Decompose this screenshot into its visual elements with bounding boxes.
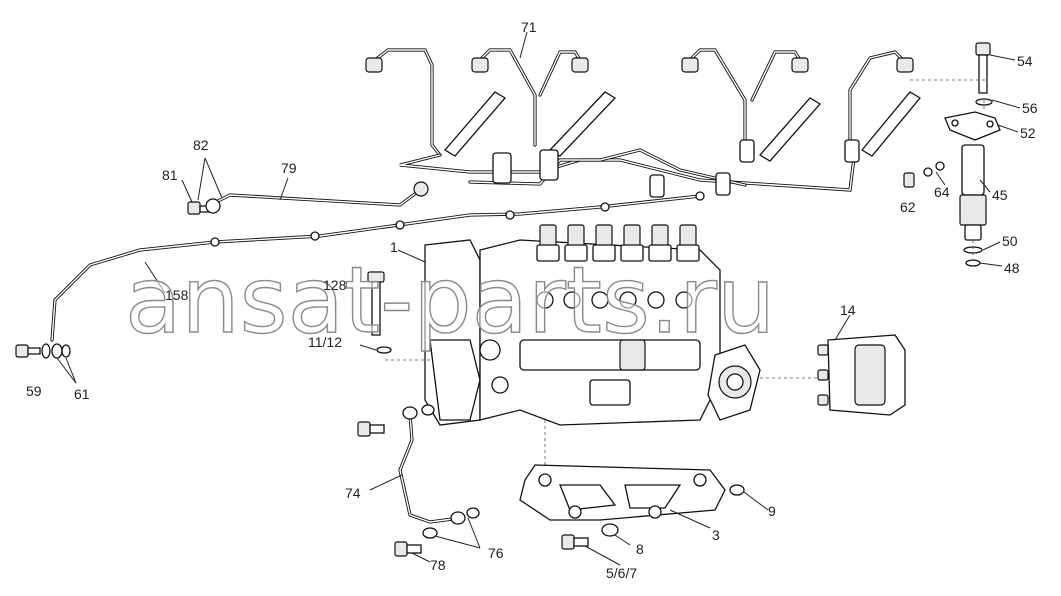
callout-50: 50 — [1002, 233, 1018, 249]
callout-128: 128 — [323, 277, 347, 293]
side-cover-assembly — [760, 334, 906, 416]
callout-14: 14 — [840, 302, 856, 318]
callout-78: 78 — [430, 557, 446, 573]
delivery-valve-holders — [536, 224, 700, 262]
watermark-text: ansat-parts.ru — [125, 247, 775, 354]
leader-lines — [56, 31, 1021, 566]
callout-158: 158 — [165, 287, 189, 303]
callout-52: 52 — [1020, 125, 1036, 141]
callout-3: 3 — [712, 527, 720, 543]
callout-54: 54 — [1017, 53, 1033, 69]
callout-71: 71 — [521, 19, 537, 35]
oil-feed-line — [357, 404, 480, 557]
callout-numbers: 71 54 56 52 82 81 79 64 45 62 1 50 48 15… — [26, 19, 1038, 581]
callout-81: 81 — [162, 167, 178, 183]
callout-79: 79 — [281, 160, 297, 176]
callout-74: 74 — [345, 485, 361, 501]
callout-48: 48 — [1004, 260, 1020, 276]
callout-62: 62 — [900, 199, 916, 215]
injector-pipe-set — [365, 48, 921, 198]
callout-45: 45 — [992, 187, 1008, 203]
callout-64: 64 — [934, 184, 950, 200]
callout-76: 76 — [488, 545, 504, 561]
callout-59: 59 — [26, 383, 42, 399]
callout-11-12: 11/12 — [308, 334, 342, 350]
callout-5-6-7: 5/6/7 — [606, 565, 637, 581]
callout-8: 8 — [636, 541, 644, 557]
callout-9: 9 — [768, 503, 776, 519]
mounting-bracket — [519, 464, 745, 550]
fuel-return-lines — [15, 181, 705, 359]
callout-56: 56 — [1022, 100, 1038, 116]
injection-pump-body — [367, 224, 761, 465]
callout-61: 61 — [74, 386, 90, 402]
injector-assembly — [903, 42, 1001, 267]
callout-1: 1 — [390, 239, 398, 255]
callout-82: 82 — [193, 137, 209, 153]
